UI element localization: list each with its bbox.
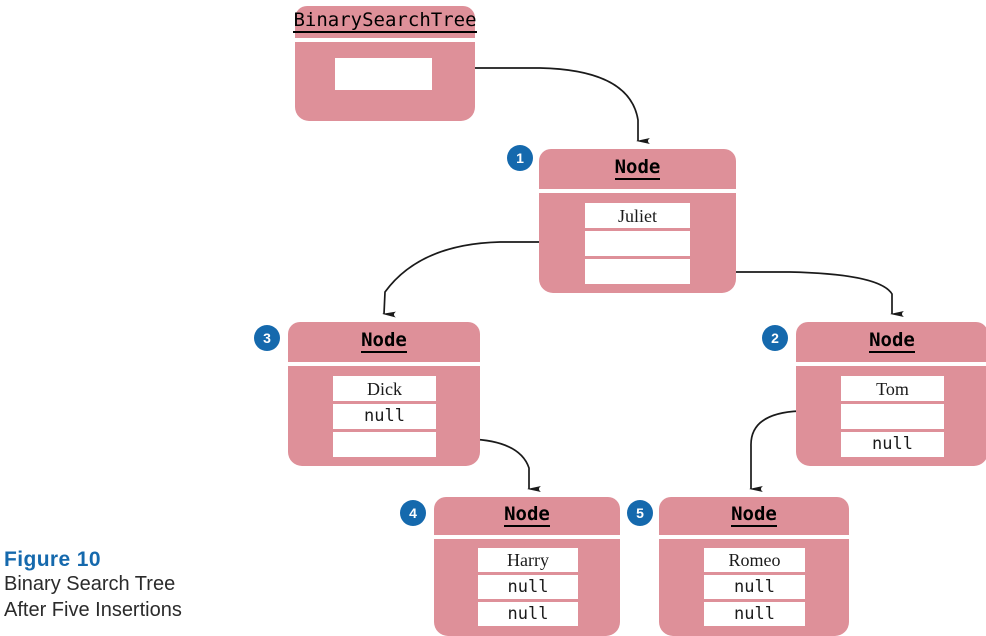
field-value: null [507,576,549,597]
field-tom-right: null [841,432,944,457]
field-dick-data: Dick [333,376,436,401]
field-harry-left: null [478,575,578,599]
class-name-juliet: Node [614,157,661,181]
figure-number: Figure 10 [4,548,101,571]
field-value: null [364,406,405,426]
field-romeo-data: Romeo [704,548,805,572]
figure-caption-line-1: Binary Search Tree [4,573,176,595]
object-node-romeo: Node Romeo null null [659,497,849,636]
object-binarysearchtree: BinarySearchTree [293,6,477,121]
step-badge-2: 2 [762,325,788,351]
field-harry-data: Harry [478,548,578,572]
step-badge-1: 1 [507,145,533,171]
badge-number: 3 [263,330,271,346]
object-body-dick: Dick null [288,366,480,466]
badge-number: 5 [636,505,644,521]
class-name-dick: Node [361,330,407,354]
object-body-juliet: Juliet [539,193,736,293]
class-title-bar-juliet: Node [539,149,736,189]
field-juliet-right [585,259,690,284]
field-bst-root [335,58,432,90]
field-tom-data: Tom [841,376,944,401]
class-name-binarysearchtree: BinarySearchTree [293,10,477,34]
field-harry-right: null [478,602,578,626]
field-value: null [734,576,775,597]
field-value: Dick [367,378,402,399]
class-title-bar-binarysearchtree: BinarySearchTree [293,6,477,38]
field-romeo-right: null [704,602,805,626]
field-juliet-left [585,231,690,256]
figure-caption: Figure 10 Binary Search Tree After Five … [4,548,254,623]
badge-number: 1 [516,150,524,166]
class-title-bar-dick: Node [288,322,480,362]
class-name-romeo: Node [731,504,777,528]
object-node-dick: Node Dick null [288,322,480,466]
figure-caption-line-2: After Five Insertions [4,598,182,621]
class-title-bar-tom: Node [796,322,986,362]
field-value: Juliet [618,205,657,226]
object-body-tom: Tom null [796,366,986,466]
class-name-harry: Node [504,504,550,528]
field-value: Romeo [728,550,781,570]
badge-number: 2 [771,330,779,346]
class-name-tom: Node [869,330,915,354]
field-tom-left [841,404,944,429]
object-node-harry: Node Harry null null [434,497,620,636]
badge-number: 4 [409,505,417,521]
field-dick-right [333,432,436,457]
field-value: null [734,603,775,624]
step-badge-4: 4 [400,500,426,526]
step-badge-5: 5 [627,500,653,526]
field-value: Tom [876,378,909,399]
object-node-tom: Node Tom null [796,322,986,466]
field-value: Harry [507,550,549,570]
field-dick-left: null [333,404,436,429]
field-value: null [507,603,549,624]
field-juliet-data: Juliet [585,203,690,228]
class-title-bar-romeo: Node [659,497,849,535]
class-title-bar-harry: Node [434,497,620,535]
field-romeo-left: null [704,575,805,599]
object-body-binarysearchtree [295,42,475,121]
step-badge-3: 3 [254,325,280,351]
field-value: null [872,434,913,454]
object-body-harry: Harry null null [434,539,620,636]
object-node-juliet: Node Juliet [539,149,736,293]
object-body-romeo: Romeo null null [659,539,849,636]
